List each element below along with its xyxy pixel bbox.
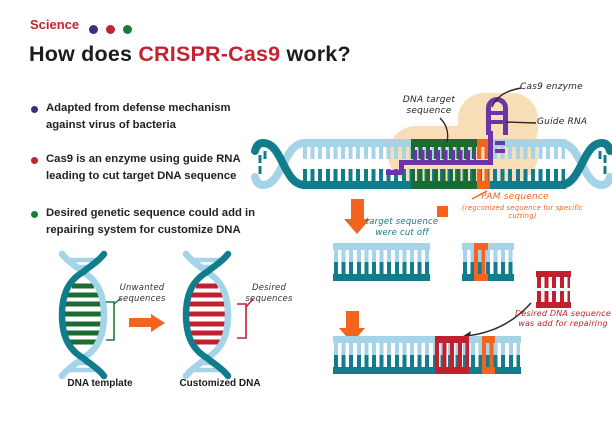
dna-left-twist bbox=[251, 138, 309, 190]
target-sequence-bottom-teeth bbox=[411, 169, 477, 181]
green-dot-icon bbox=[123, 25, 132, 34]
right-arrow-icon bbox=[151, 314, 165, 332]
bullet-dot-2 bbox=[31, 157, 38, 164]
pam-bottom-teeth bbox=[477, 169, 490, 181]
dna-right-twist bbox=[556, 138, 612, 190]
bullet-2: Cas9 is an enzyme using guide RNA leadin… bbox=[46, 153, 241, 182]
label-cut-off: target sequence were cut off bbox=[365, 217, 439, 238]
target-sequence-bottom-bar bbox=[411, 181, 477, 189]
title-pre: How does bbox=[29, 42, 139, 66]
label-customized-dna: Customized DNA bbox=[179, 378, 261, 389]
right-arrow-shaft bbox=[129, 318, 151, 327]
customized-dna-helix bbox=[182, 250, 232, 380]
label-pam-title: PAM sequence bbox=[481, 192, 549, 202]
unwanted-bracket-icon bbox=[106, 301, 115, 341]
down-arrow-2-shaft bbox=[346, 311, 359, 329]
desired-bracket-icon bbox=[237, 303, 247, 339]
down-arrow-1-icon bbox=[344, 219, 370, 234]
label-pam-sub: (regconized sequence for specific cuttin… bbox=[462, 204, 583, 220]
curved-arrow bbox=[465, 302, 532, 337]
sequence-brackets bbox=[106, 297, 254, 341]
label-cas9-enzyme: Cas9 enzyme bbox=[520, 82, 583, 92]
pam-top-teeth bbox=[477, 147, 490, 159]
page-title: How does CRISPR-Cas9 work? bbox=[29, 42, 351, 67]
target-sequence-top-bar bbox=[411, 139, 477, 147]
title-post: work? bbox=[280, 42, 351, 66]
pam-top-bar bbox=[477, 139, 490, 147]
label-desired-seq: Desired sequences bbox=[245, 283, 293, 304]
navy-dot-icon bbox=[89, 25, 98, 34]
label-guide-rna: Guide RNA bbox=[537, 117, 588, 127]
bullet-dot-3 bbox=[31, 211, 38, 218]
label-unwanted: Unwanted sequences bbox=[118, 283, 166, 304]
bullet-dot-1 bbox=[31, 106, 38, 113]
pam-bottom-bar bbox=[477, 181, 490, 189]
red-dot-icon bbox=[106, 25, 115, 34]
label-dna-target: DNA target sequence bbox=[402, 95, 456, 116]
title-highlight: CRISPR-Cas9 bbox=[138, 42, 281, 66]
dna-template-helix bbox=[58, 250, 108, 380]
label-desired-dna: Desired DNA sequence was add for repairi… bbox=[514, 309, 611, 328]
down-arrow-1-shaft bbox=[351, 199, 364, 220]
label-dna-template: DNA template bbox=[67, 378, 133, 389]
pam-legend-square-icon bbox=[437, 206, 448, 217]
kicker-science: Science bbox=[30, 17, 80, 32]
bullet-1: Adapted from defense mechanism against v… bbox=[46, 102, 231, 131]
bullet-3: Desired genetic sequence could add in re… bbox=[46, 207, 256, 236]
